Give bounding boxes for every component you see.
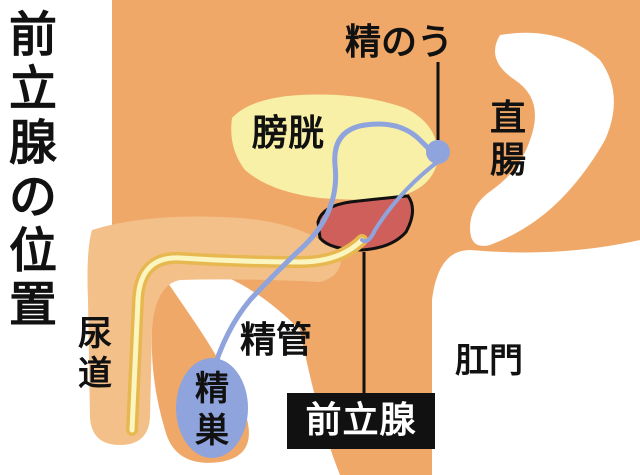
diagram-title: 前 立 腺 の 位 置	[4, 8, 62, 332]
label-urethra-1: 尿	[78, 314, 112, 354]
testis	[176, 358, 248, 458]
label-rectum-1: 直	[490, 98, 526, 139]
title-char: 位	[8, 223, 57, 279]
label-bladder: 膀胱	[251, 113, 324, 154]
urethra-inner	[129, 237, 365, 433]
label-anus: 肛門	[455, 341, 523, 381]
title-char: 立	[8, 61, 57, 117]
title-char: 腺	[8, 115, 57, 171]
ejaculatory-duct	[360, 158, 442, 244]
label-rectum-2: 腸	[490, 140, 526, 181]
label-testis-2: 巣	[195, 411, 229, 451]
label-testis-1: 精	[195, 369, 229, 409]
seminal-vesicle	[426, 140, 450, 164]
title-char: の	[8, 169, 57, 225]
label-seminal-vesicle: 精のう	[345, 22, 453, 63]
title-char: 前	[8, 7, 57, 63]
title-char: 置	[8, 277, 57, 333]
vas-deferens	[209, 121, 443, 378]
label-vas-deferens: 精管	[240, 320, 312, 361]
prostate-callout: 前立腺	[287, 393, 435, 449]
rectum-shape	[470, 32, 614, 246]
label-urethra-2: 道	[78, 354, 112, 394]
